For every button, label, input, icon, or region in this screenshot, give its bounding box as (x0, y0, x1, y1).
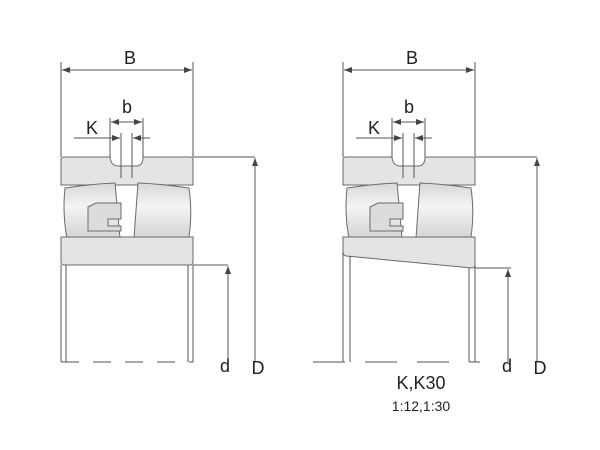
roller-right (133, 182, 192, 244)
label-K: K (368, 118, 380, 138)
label-d: d (220, 356, 230, 376)
label-B: B (406, 48, 418, 68)
caption-taper: 1:12,1:30 (392, 398, 451, 414)
label-D: D (534, 358, 547, 378)
outer-ring (60, 156, 194, 186)
caption-series: K,K30 (396, 373, 445, 393)
inner-ring-right (342, 236, 476, 269)
label-K: K (86, 118, 98, 138)
inner-ring-left (60, 236, 194, 266)
cage (87, 202, 122, 232)
label-b: b (122, 97, 132, 117)
label-d: d (502, 356, 512, 376)
label-B: B (124, 48, 136, 68)
label-b: b (404, 97, 414, 117)
label-D: D (252, 358, 265, 378)
